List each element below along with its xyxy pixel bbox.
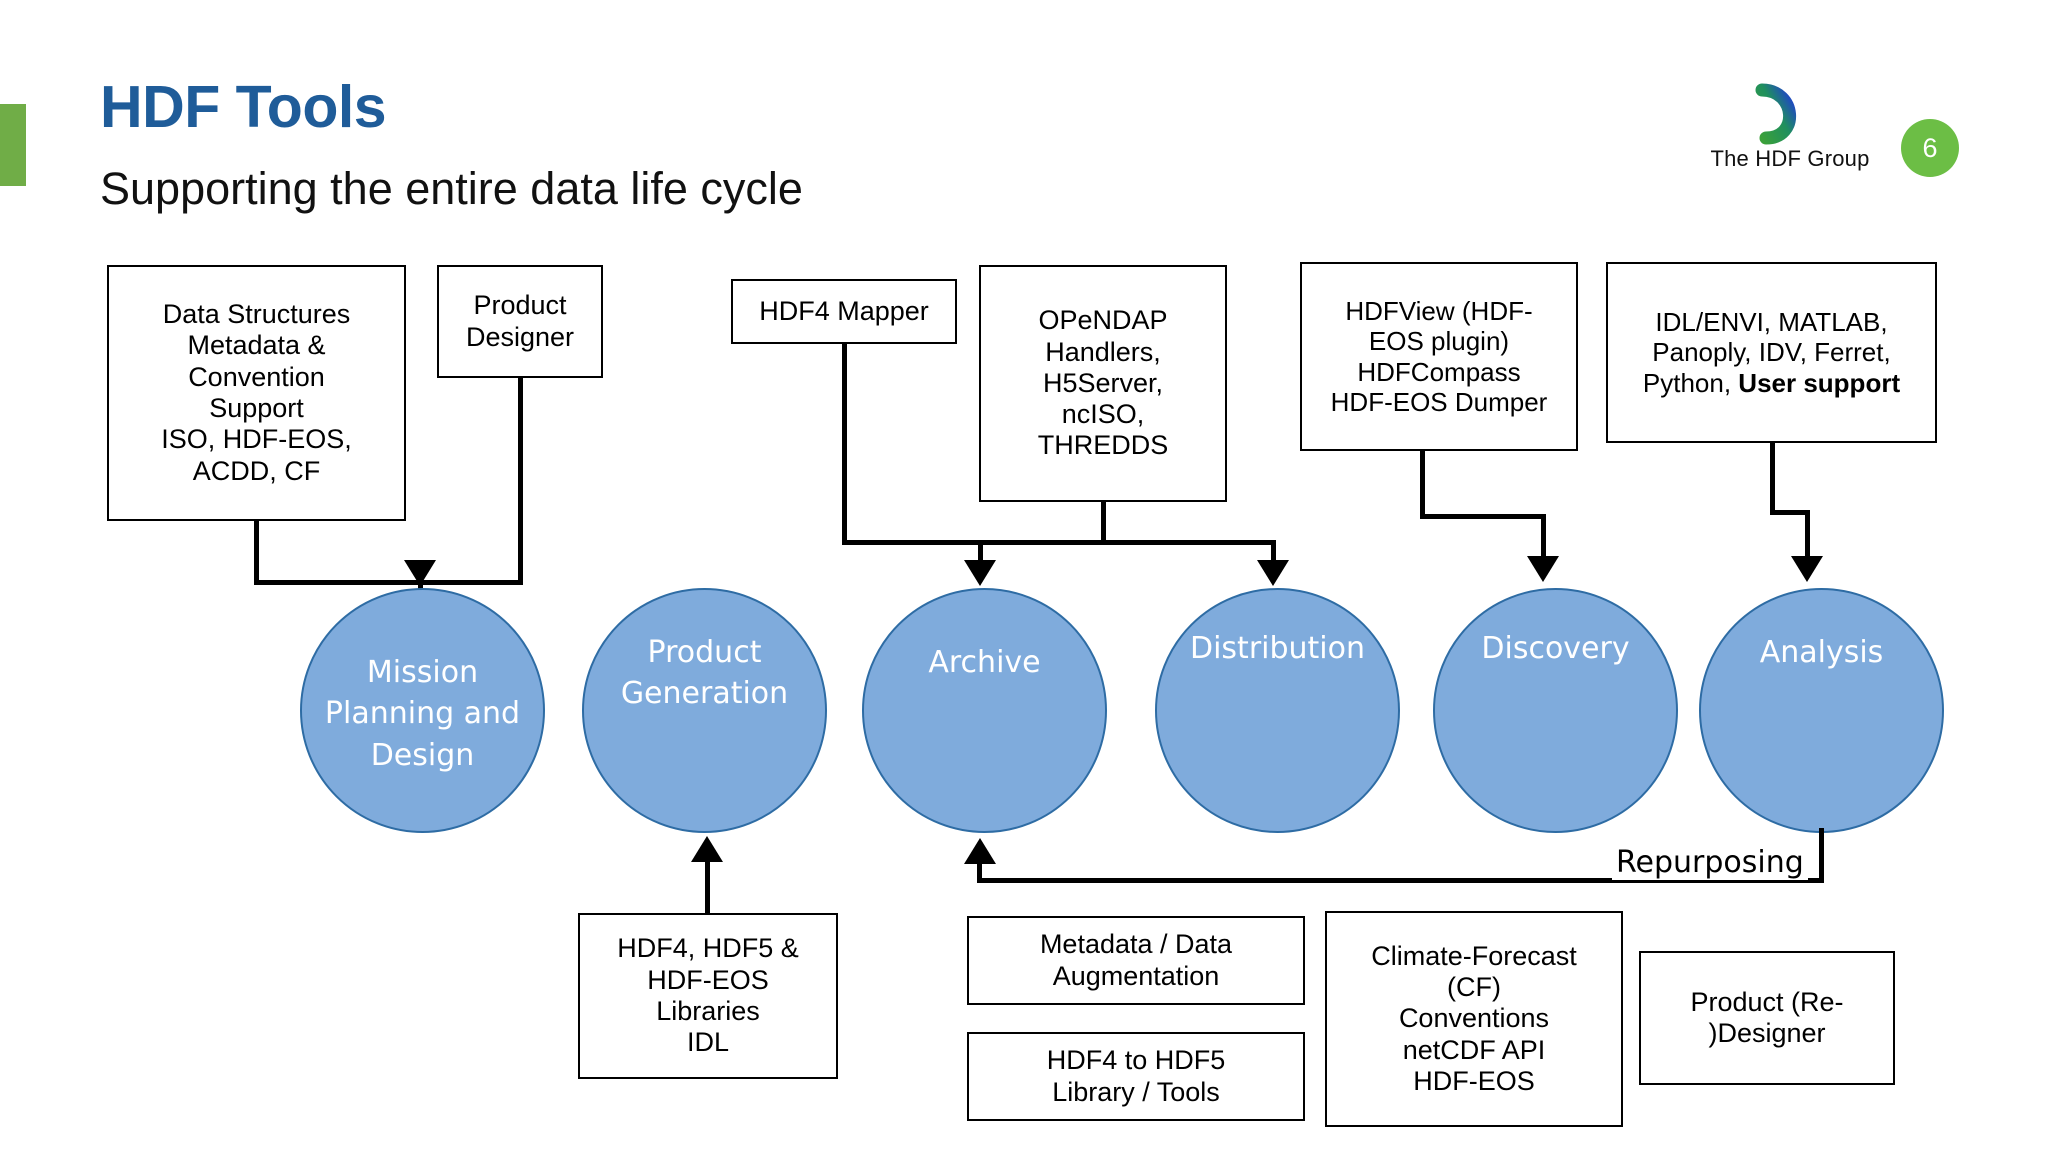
stage-label: Mission Planning and Design [324,655,521,773]
title-accent-bar [0,104,26,186]
box-metadata-data-augmentation: Metadata / Data Augmentation [967,916,1305,1005]
connector-repurposing-up [977,862,982,882]
connector-product-designer-down [518,378,523,584]
box-product-designer: Product Designer [437,265,603,378]
connector-hdfview-down-2 [1541,514,1546,560]
box-text: Metadata / Data Augmentation [1039,929,1233,991]
box-text-plain: IDL/ENVI, MATLAB, Panoply, IDV, Ferret, … [1642,307,1891,398]
connector-hdfview-down-1 [1420,451,1425,519]
page-title: HDF Tools [100,74,387,140]
box-product-re-designer: Product (Re- )Designer [1639,951,1895,1085]
arrowhead-distribution [1257,560,1289,586]
box-data-structures-metadata-convention-support: Data Structures Metadata & Convention Su… [107,265,406,521]
connector-drop-archive [978,540,983,570]
box-text: OPeNDAP Handlers, H5Server, ncISO, THRED… [1037,305,1169,461]
box-text: Data Structures Metadata & Convention Su… [161,299,352,486]
box-opendap-handlers: OPeNDAP Handlers, H5Server, ncISO, THRED… [979,265,1227,502]
box-text: Climate-Forecast (CF) Conventions netCDF… [1371,940,1577,1096]
box-hdf4-to-hdf5-library-tools: HDF4 to HDF5 Library / Tools [967,1032,1305,1121]
box-text-emphasis: User support [1738,367,1901,398]
stage-label: Archive [928,645,1041,680]
box-climate-forecast-conventions: Climate-Forecast (CF) Conventions netCDF… [1325,911,1623,1127]
arrowhead-discovery [1527,556,1559,582]
hdf-logo-mark [1725,81,1859,145]
box-hdf-libraries: HDF4, HDF5 & HDF-EOS Libraries IDL [578,913,838,1079]
stage-label: Distribution [1189,631,1366,666]
stage-circle-distribution[interactable]: Distribution [1155,588,1400,833]
stage-circle-product-generation[interactable]: Product Generation [582,588,827,833]
box-text: Product (Re- )Designer [1690,986,1844,1048]
box-analysis-tools: IDL/ENVI, MATLAB, Panoply, IDV, Ferret, … [1606,262,1937,443]
arrowhead-archive-repurposing [964,838,996,864]
connector-opendap-down [1101,502,1106,544]
box-text: HDF4, HDF5 & HDF-EOS Libraries IDL [617,933,799,1058]
connector-hdfview-across [1420,514,1546,519]
connector-repurposing-across [977,878,1824,883]
stage-label: Discovery [1481,631,1630,666]
box-text: IDL/ENVI, MATLAB, Panoply, IDV, Ferret, … [1643,307,1900,397]
connector-analysis-tools-down-1 [1770,443,1775,515]
arrowhead-mission-planning [404,560,436,586]
stage-circle-archive[interactable]: Archive [862,588,1107,833]
edge-label-repurposing: Repurposing [1612,845,1808,880]
box-text: HDFView (HDF- EOS plugin) HDFCompass HDF… [1330,296,1548,417]
box-text: HDF4 Mapper [759,295,929,326]
box-hdf4-mapper: HDF4 Mapper [731,279,957,344]
connector-analysis-tools-down-2 [1805,510,1810,560]
connector-hdf-libraries-up [705,860,710,915]
connector-bus-mission-planning [254,580,523,585]
arrowhead-product-generation [691,836,723,862]
connector-data-structures-down [254,521,259,584]
connector-hdf4-mapper-down [842,344,847,544]
page-subtitle: Supporting the entire data life cycle [100,163,803,214]
stage-circle-discovery[interactable]: Discovery [1433,588,1678,833]
hdf-group-logo: The HDF Group [1700,76,1880,176]
arrowhead-archive [964,560,996,586]
stage-circle-analysis[interactable]: Analysis [1699,588,1944,833]
box-text: Product Designer [465,290,575,352]
stage-label: Analysis [1759,635,1884,670]
connector-repurposing-down [1819,828,1824,882]
box-hdfview-hdfcompass-dumper: HDFView (HDF- EOS plugin) HDFCompass HDF… [1300,262,1578,451]
connector-bus-archive-distribution [842,540,1276,545]
connector-analysis-tools-across [1770,510,1810,515]
page-number-badge: 6 [1901,119,1959,177]
box-text: HDF4 to HDF5 Library / Tools [1046,1045,1226,1107]
hdf-logo-wordmark: The HDF Group [1710,146,1870,171]
stage-circle-mission-planning-and-design[interactable]: Mission Planning and Design [300,588,545,833]
connector-drop-distribution [1271,540,1276,570]
stage-label: Product Generation [620,635,789,712]
arrowhead-analysis [1791,556,1823,582]
